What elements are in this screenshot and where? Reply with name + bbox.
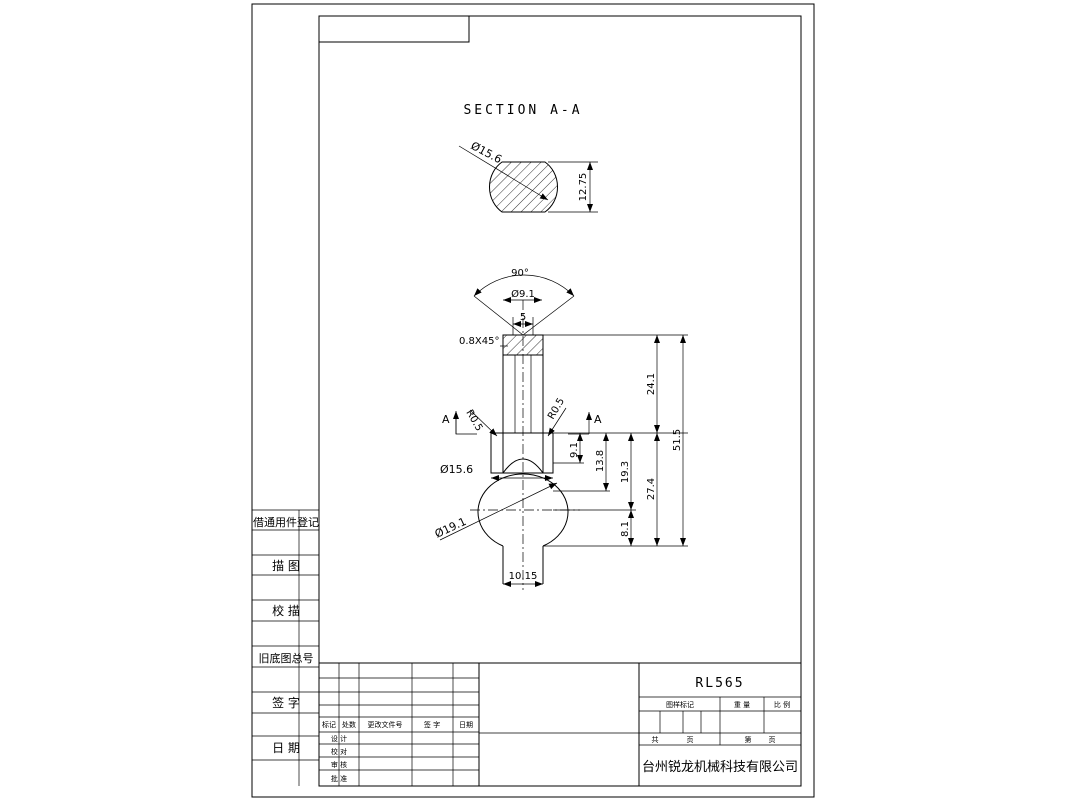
dim-27-4: 27.4 — [646, 478, 657, 500]
role-review: 审 核 — [331, 760, 347, 769]
page-label-2: 页 — [769, 736, 776, 744]
dim-19-3: 19.3 — [620, 461, 631, 483]
cut-label-left: A — [442, 413, 450, 426]
top-width-label: 5 — [520, 312, 526, 323]
chamfer-label: 0.8X45° — [459, 336, 499, 347]
left-panel: 借通用件登记 描 图 校 描 旧底图总号 签 字 日 期 — [252, 509, 319, 786]
part-number: RL565 — [695, 676, 744, 691]
section-view: Ø15.6 12.75 — [458, 139, 598, 213]
r-left-label: R0.5 — [463, 408, 484, 433]
scale-label: 比 例 — [774, 700, 790, 709]
left-item-old-no: 旧底图总号 — [259, 651, 314, 665]
total-label: 共 — [652, 735, 659, 744]
weight-label: 重 量 — [734, 701, 750, 709]
r-right-label: R0.5 — [546, 396, 567, 421]
top-dia-label: Ø9.1 — [511, 288, 535, 300]
role-approve: 批 准 — [331, 774, 347, 783]
dim-9-1: 9.1 — [569, 442, 580, 458]
section-title: SECTION A-A — [463, 103, 582, 118]
sheet-label: 页 — [687, 736, 694, 744]
header-sign: 签 字 — [424, 720, 440, 729]
section-height-label: 12.75 — [578, 173, 589, 202]
top-left-box — [318, 15, 470, 43]
left-item-trace: 描 图 — [272, 559, 300, 573]
dim-13-8: 13.8 — [595, 450, 606, 472]
header-count: 处数 — [342, 720, 356, 729]
role-check: 校 对 — [331, 747, 347, 756]
outer-frame — [251, 3, 815, 798]
dim-8-1: 8.1 — [620, 521, 631, 537]
dim-24-1: 24.1 — [646, 373, 657, 395]
left-item-check: 校 描 — [272, 603, 300, 618]
cut-label-right: A — [594, 413, 602, 426]
header-mark: 标记 — [322, 720, 336, 729]
page-label: 第 — [745, 735, 752, 744]
header-date: 日期 — [459, 721, 473, 729]
header-change-doc: 更改文件号 — [368, 720, 403, 729]
inner-frame — [318, 15, 802, 787]
part-view: 90° Ø9.1 5 0.8X45° R0.5 R0.5 A A — [433, 268, 688, 590]
dim-51-5: 51.5 — [672, 429, 683, 451]
title-block: 标记 处数 更改文件号 签 字 日期 设 计 校 对 审 核 批 准 RL565… — [319, 662, 801, 786]
role-design: 设 计 — [331, 734, 347, 743]
left-item-sign: 签 字 — [272, 695, 300, 710]
left-item-register: 借通用件登记 — [253, 515, 319, 529]
mid-dia-label: Ø15.6 — [440, 463, 473, 476]
ball-dia-label: Ø19.1 — [433, 515, 469, 541]
stage-label: 图样标记 — [666, 700, 694, 709]
bottom-width-label: 10.15 — [509, 571, 538, 582]
left-item-date: 日 期 — [272, 741, 300, 755]
angle-label: 90° — [511, 268, 529, 279]
company-name: 台州锐龙机械科技有限公司 — [642, 760, 798, 775]
